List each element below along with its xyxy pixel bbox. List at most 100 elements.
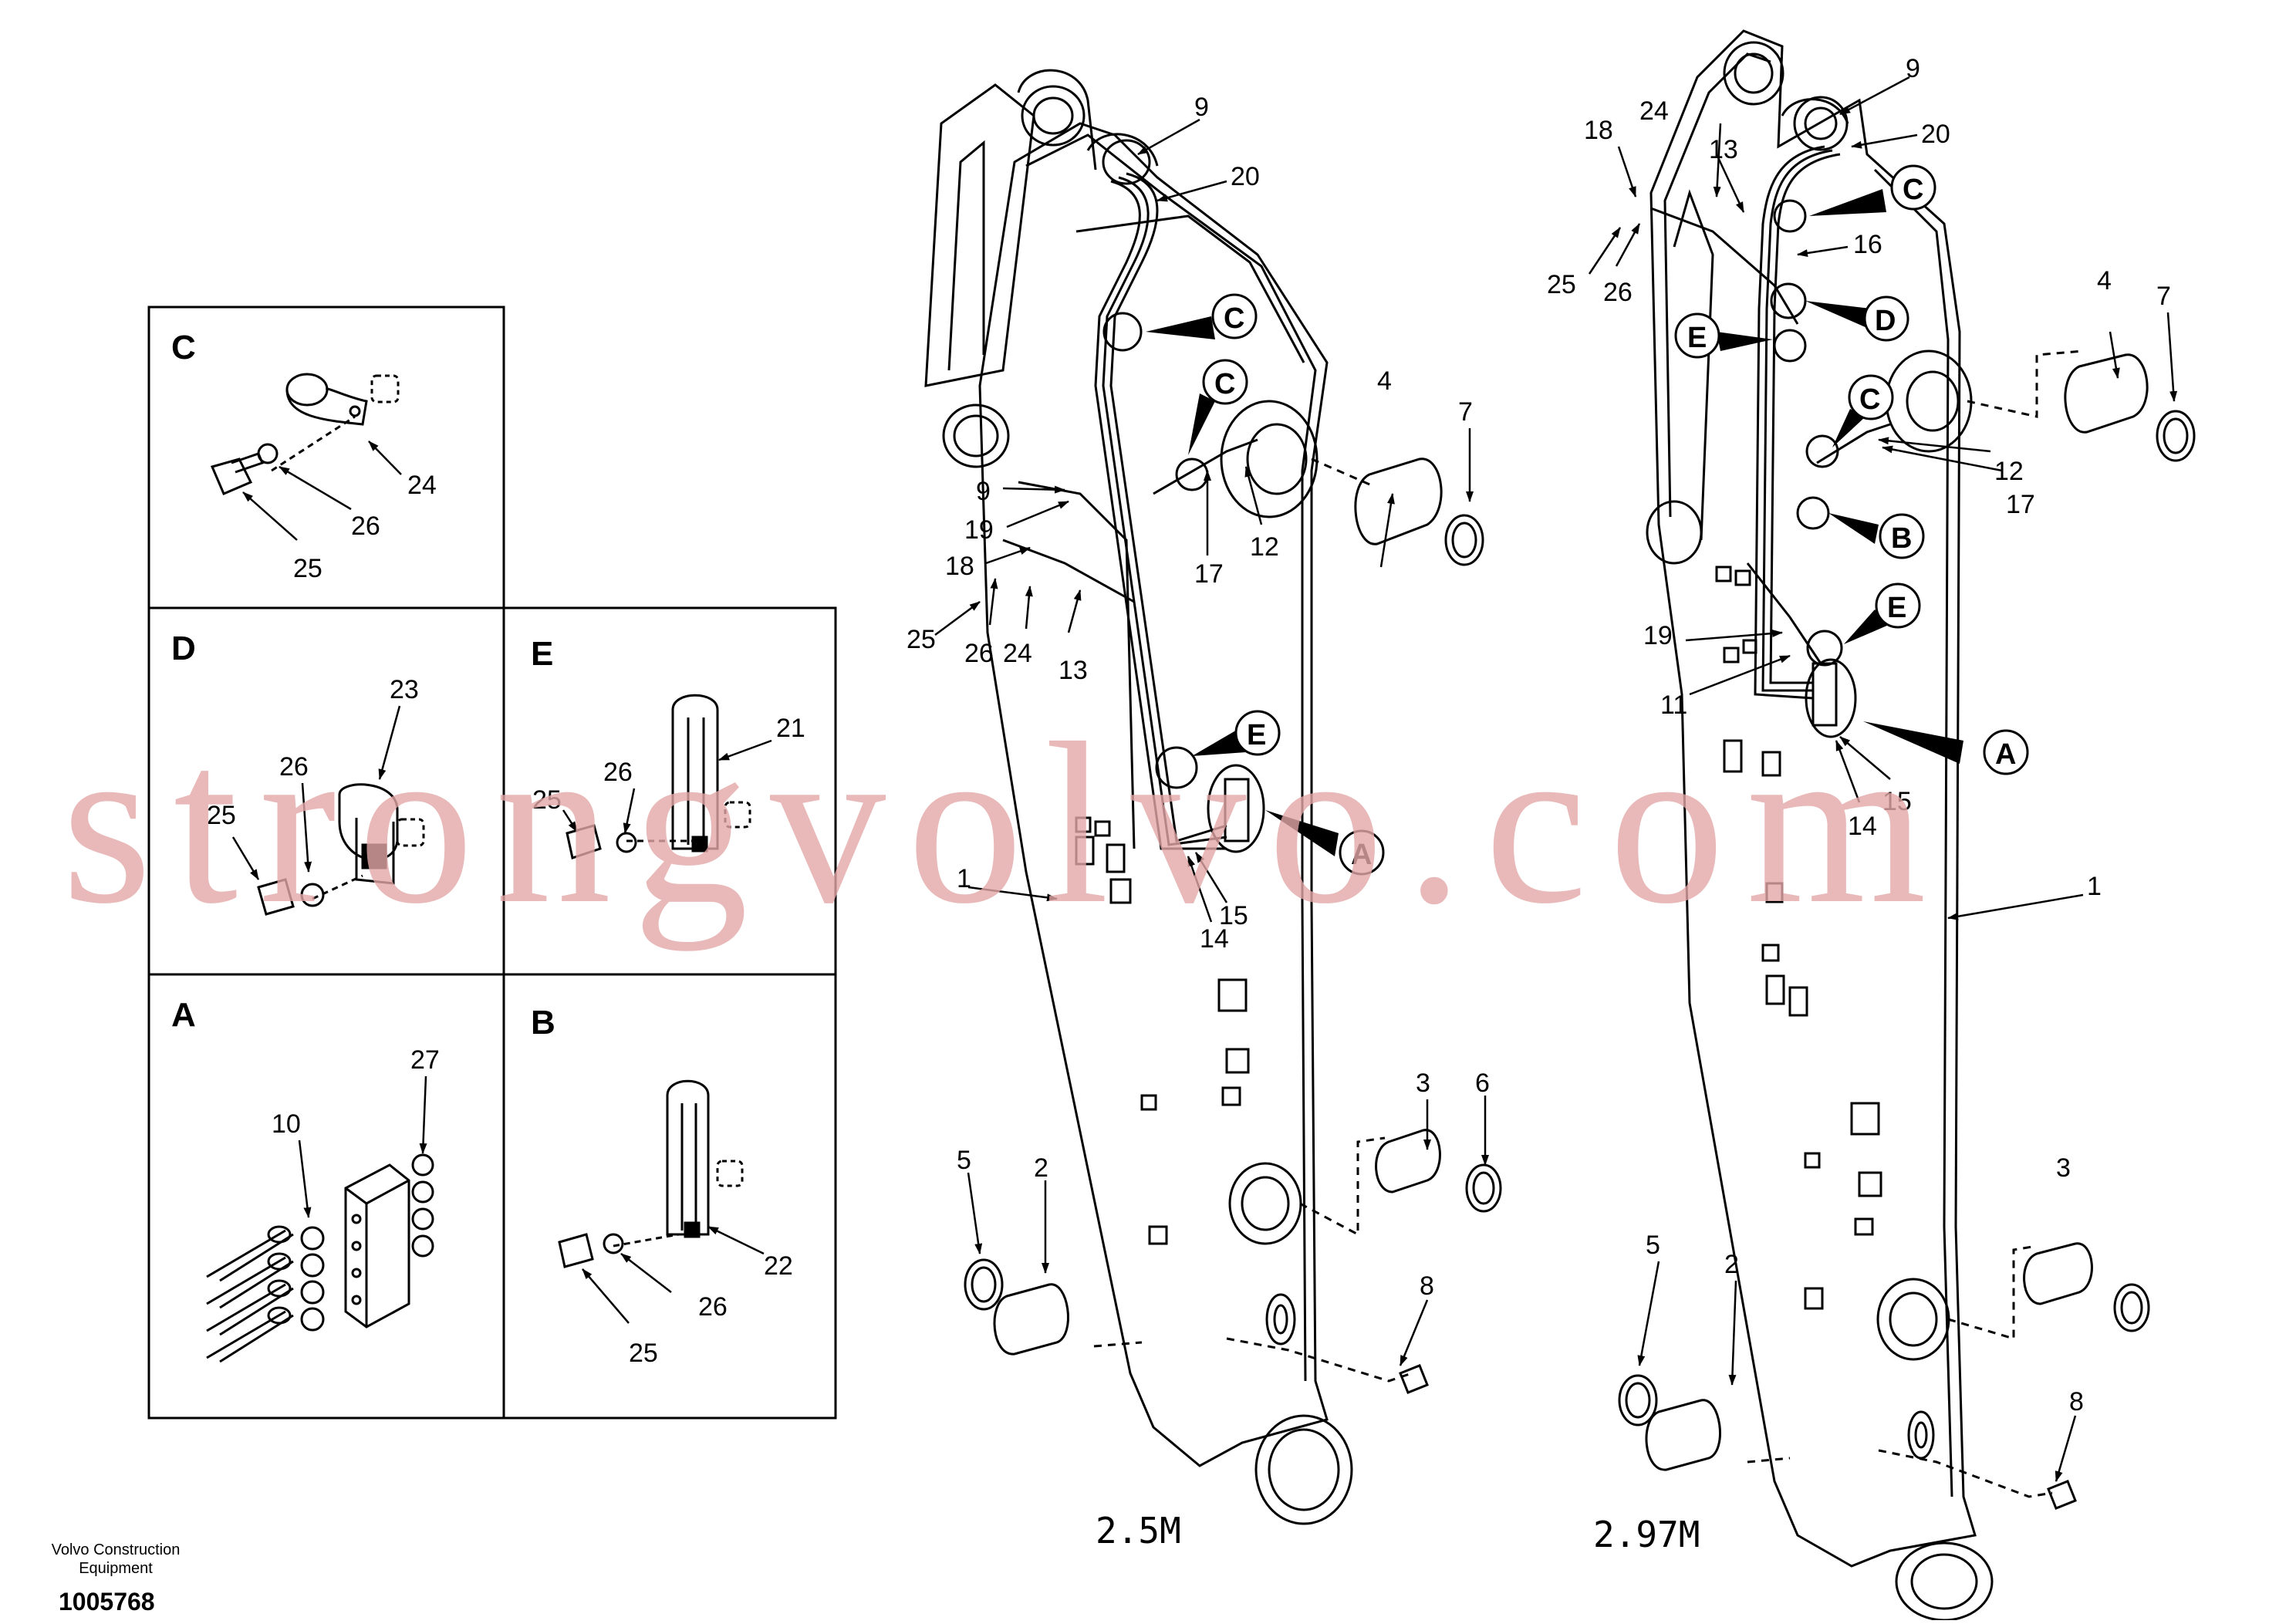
svg-text:25: 25: [1547, 270, 1576, 299]
callout-arrows-d: [231, 705, 401, 880]
callout-26: 26: [351, 512, 380, 541]
detail-panel-d: D 23 26 25: [171, 630, 425, 916]
svg-text:E: E: [1887, 592, 1906, 624]
svg-text:20: 20: [1231, 162, 1260, 191]
callout-25: 25: [532, 785, 562, 815]
svg-text:14: 14: [1848, 812, 1877, 841]
panel-letter-e: E: [531, 635, 553, 673]
boom-left-labels: 9 20 C C 4 7 9 19 18 25 26 24 13 17 12 E…: [907, 93, 1490, 1551]
callout-26: 26: [603, 758, 633, 787]
callout-10: 10: [272, 1109, 301, 1139]
boom-right-pointer-wedges: [1717, 189, 1963, 764]
boom-right-callout-arrows: [1588, 76, 2178, 1482]
svg-text:15: 15: [1882, 787, 1912, 816]
svg-text:17: 17: [2006, 490, 2035, 519]
svg-text:A: A: [1351, 839, 1372, 871]
callout-24: 24: [407, 471, 437, 500]
svg-text:20: 20: [1921, 120, 1950, 149]
callout-27: 27: [410, 1045, 440, 1075]
panel-letter-d: D: [171, 630, 196, 667]
clip-drawing-b: [558, 1079, 744, 1268]
svg-text:4: 4: [2097, 266, 2112, 295]
callout-arrows-a: [298, 1075, 427, 1218]
svg-text:C: C: [1859, 383, 1880, 416]
svg-text:13: 13: [1059, 656, 1088, 685]
svg-text:7: 7: [2156, 282, 2171, 311]
boom-right-labels: 9 20 24 13 18 C 16 25 26 D E 4 7 C 12 17…: [1547, 54, 2171, 1555]
connector-drawing: [206, 1153, 434, 1363]
boom-left: [924, 69, 1502, 1525]
svg-text:25: 25: [907, 625, 936, 654]
callout-25: 25: [629, 1339, 658, 1368]
svg-text:7: 7: [1458, 397, 1473, 427]
svg-text:C: C: [1214, 368, 1235, 400]
svg-text:9: 9: [1194, 93, 1209, 122]
svg-text:18: 18: [1584, 116, 1613, 145]
svg-text:11: 11: [1660, 690, 1687, 720]
clip-drawing-e: [566, 694, 751, 859]
watermark-text: strongvolvo.com: [62, 695, 1948, 952]
detail-panel-c: C 24 26 25: [171, 329, 437, 583]
svg-text:9: 9: [1906, 54, 1920, 83]
boom-left-callout-arrows: [934, 118, 1489, 1366]
detail-panel-b: B 22 26 25: [531, 1004, 793, 1368]
callout-26: 26: [279, 752, 309, 782]
callout-21: 21: [776, 714, 805, 743]
callout-arrows-c: [242, 441, 402, 541]
svg-text:19: 19: [1643, 621, 1673, 650]
svg-text:1: 1: [2087, 872, 2102, 901]
svg-text:5: 5: [1646, 1231, 1660, 1260]
svg-text:8: 8: [2069, 1387, 2084, 1416]
svg-text:2: 2: [1034, 1153, 1048, 1183]
svg-text:18: 18: [945, 552, 974, 581]
drawing-part-number: 1005768: [59, 1588, 155, 1616]
svg-text:12: 12: [1250, 532, 1279, 562]
svg-text:E: E: [1687, 322, 1707, 354]
detail-panel-a: A 10 27: [171, 996, 440, 1363]
svg-text:5: 5: [957, 1146, 971, 1175]
boom-left-letter-markers: [1202, 293, 1385, 876]
svg-text:15: 15: [1219, 901, 1248, 930]
svg-text:9: 9: [976, 477, 991, 506]
svg-text:13: 13: [1709, 135, 1738, 164]
callout-26: 26: [698, 1292, 728, 1322]
svg-text:19: 19: [964, 515, 994, 545]
detail-panel-e: E 21 26 25: [531, 635, 805, 859]
svg-text:3: 3: [2056, 1153, 2071, 1183]
panel-letter-c: C: [171, 329, 196, 366]
svg-text:8: 8: [1420, 1271, 1434, 1301]
svg-text:12: 12: [1994, 457, 2024, 486]
svg-text:24: 24: [1003, 639, 1032, 668]
svg-text:B: B: [1891, 522, 1912, 555]
callout-arrows-e: [562, 739, 772, 834]
clamp-drawing: [210, 373, 400, 495]
clip-drawing-d: [257, 783, 425, 916]
svg-text:24: 24: [1639, 96, 1669, 126]
svg-text:E: E: [1247, 719, 1266, 751]
boom-length-2-97m: 2.97M: [1593, 1514, 1700, 1555]
svg-text:17: 17: [1194, 559, 1224, 589]
boom-right-letter-markers: [1674, 164, 2029, 775]
callout-23: 23: [390, 675, 419, 704]
svg-text:1: 1: [957, 864, 971, 893]
detail-panel-grid: [147, 306, 837, 1420]
svg-text:C: C: [1224, 302, 1244, 335]
svg-text:D: D: [1875, 305, 1896, 337]
panel-letter-b: B: [531, 1004, 555, 1042]
boom-right: [1618, 29, 2196, 1622]
callout-25: 25: [293, 554, 322, 583]
callout-25: 25: [207, 801, 236, 830]
panel-letter-a: A: [171, 996, 196, 1034]
svg-text:16: 16: [1853, 230, 1882, 259]
maker-name-line2: Equipment: [79, 1560, 153, 1577]
svg-text:4: 4: [1377, 366, 1392, 396]
callout-22: 22: [764, 1251, 793, 1281]
svg-text:6: 6: [1475, 1069, 1490, 1098]
callout-arrows-b: [582, 1225, 765, 1324]
svg-text:26: 26: [964, 639, 994, 668]
svg-text:14: 14: [1200, 924, 1229, 954]
svg-text:C: C: [1903, 174, 1923, 206]
boom-length-2-5m: 2.5M: [1096, 1510, 1181, 1551]
